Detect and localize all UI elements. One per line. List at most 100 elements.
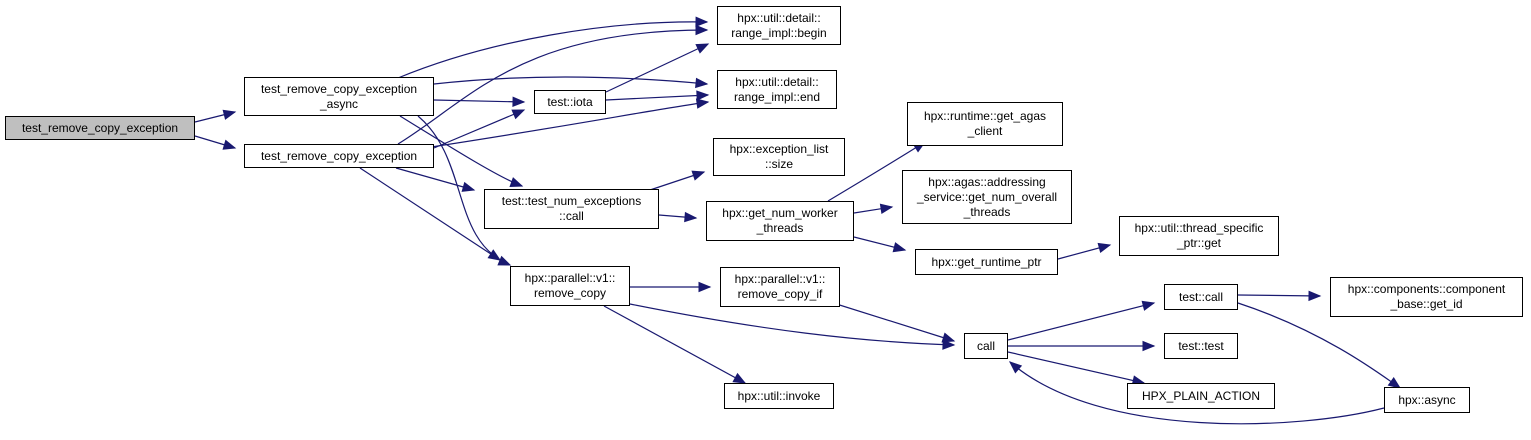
edge-arrowhead bbox=[497, 255, 512, 266]
node-hpx-async[interactable]: hpx::async bbox=[1384, 387, 1470, 413]
node-test-num-exceptions-call[interactable]: test::test_num_exceptions::call bbox=[484, 189, 659, 229]
edge-n_iota-to-n_end bbox=[605, 94, 709, 101]
edge-arrowhead bbox=[695, 43, 710, 54]
node-call[interactable]: call bbox=[964, 333, 1008, 359]
node-test-remove-copy-exception-async[interactable]: test_remove_copy_exception_async bbox=[244, 77, 434, 116]
node-label-line: _client bbox=[967, 124, 1003, 138]
node-label-line: _ptr::get bbox=[1176, 236, 1222, 250]
edge-n_iota-to-n_begin bbox=[605, 43, 709, 93]
edge-arrowhead bbox=[511, 109, 526, 120]
edge-arrowhead bbox=[222, 139, 237, 150]
node-test-remove-copy-exception-root: test_remove_copy_exception bbox=[5, 116, 195, 140]
node-label-line: test::test_num_exceptions bbox=[501, 194, 642, 208]
node-label-line: remove_copy_if bbox=[737, 287, 823, 301]
edge-n_rc-to-n_call bbox=[629, 303, 955, 346]
node-hpx-plain-action[interactable]: HPX_PLAIN_ACTION bbox=[1127, 383, 1275, 409]
edge-n_tcall-to-n_cbg bbox=[1237, 294, 1321, 297]
edge-arrowhead bbox=[732, 372, 747, 384]
edge-n_rc-to-n_inv bbox=[603, 305, 746, 384]
node-thread-specific-ptr-get[interactable]: hpx::util::thread_specific_ptr::get bbox=[1119, 216, 1279, 256]
edge-arrowhead bbox=[222, 109, 237, 120]
node-test-remove-copy-exception[interactable]: test_remove_copy_exception bbox=[244, 144, 434, 168]
node-component-base-get-id[interactable]: hpx::components::component_base::get_id bbox=[1330, 277, 1523, 317]
edge-arrowhead bbox=[942, 339, 956, 350]
edge-arrowhead bbox=[696, 90, 710, 101]
node-label-line: _service::get_num_overall bbox=[916, 189, 1058, 204]
edge-n_exc-to-n_begin bbox=[397, 29, 708, 145]
edge-arrowhead bbox=[698, 281, 712, 293]
edge-arrowhead bbox=[512, 96, 526, 107]
edge-arrowhead bbox=[1142, 340, 1156, 352]
node-parallel-remove-copy-if[interactable]: hpx::parallel::v1::remove_copy_if bbox=[720, 267, 840, 307]
edge-n_exc-to-n_tne bbox=[395, 167, 475, 191]
node-label-line: hpx::exception_list bbox=[729, 142, 829, 156]
node-runtime-get-agas-client[interactable]: hpx::runtime::get_agas_client bbox=[907, 102, 1063, 146]
node-label-line: _async bbox=[319, 96, 359, 111]
edge-n_hasync-to-n_call bbox=[1009, 361, 1385, 425]
edge-n_async-to-n_end bbox=[433, 76, 708, 85]
node-get-num-worker-threads[interactable]: hpx::get_num_worker_threads bbox=[706, 201, 854, 241]
node-label-line: _threads bbox=[756, 221, 804, 235]
edge-arrowhead bbox=[1141, 300, 1156, 311]
node-test-call[interactable]: test::call bbox=[1164, 284, 1238, 310]
edge-arrowhead bbox=[941, 332, 956, 343]
node-label-line: hpx::parallel::v1:: bbox=[734, 272, 826, 286]
node-util-invoke[interactable]: hpx::util::invoke bbox=[724, 383, 834, 409]
edge-arrowhead bbox=[684, 211, 698, 223]
node-range-impl-end[interactable]: hpx::util::detail::range_impl::end bbox=[717, 70, 837, 109]
node-test-iota[interactable]: test::iota bbox=[534, 90, 606, 114]
edge-arrowhead bbox=[461, 181, 476, 192]
edge-arrowhead bbox=[509, 177, 524, 187]
node-label-line: hpx::runtime::get_agas bbox=[923, 109, 1047, 123]
node-label-line: hpx::components::component bbox=[1347, 282, 1506, 296]
node-label-line: hpx::agas::addressing bbox=[928, 174, 1046, 189]
edge-n_exc-to-n_rc bbox=[359, 167, 501, 261]
edge-arrowhead bbox=[1097, 242, 1112, 254]
node-get-runtime-ptr[interactable]: hpx::get_runtime_ptr bbox=[915, 249, 1058, 275]
edge-n_async-to-n_begin bbox=[397, 21, 708, 79]
node-label-line: hpx::get_runtime_ptr bbox=[931, 254, 1042, 269]
edge-arrowhead bbox=[1387, 377, 1402, 389]
node-label-line: hpx::util::invoke bbox=[737, 388, 821, 403]
node-label-line: hpx::parallel::v1:: bbox=[524, 271, 616, 285]
edge-arrowhead bbox=[1308, 290, 1322, 302]
edge-n_exc-to-n_end bbox=[397, 101, 709, 153]
node-label-line: hpx::async bbox=[1398, 392, 1456, 407]
node-label-line: test_remove_copy_exception bbox=[260, 148, 418, 163]
node-exception-list-size[interactable]: hpx::exception_list::size bbox=[713, 138, 845, 176]
node-label-line: ::call bbox=[559, 209, 584, 223]
node-parallel-remove-copy[interactable]: hpx::parallel::v1::remove_copy bbox=[510, 266, 630, 306]
edge-n_exc-to-n_iota bbox=[433, 109, 525, 149]
node-label-line: ::size bbox=[764, 157, 793, 171]
node-label-line: remove_copy bbox=[533, 286, 607, 300]
node-label-line: hpx::util::detail:: bbox=[737, 10, 821, 25]
node-label-line: range_impl::begin bbox=[731, 25, 827, 40]
node-label-line: test_remove_copy_exception bbox=[260, 81, 418, 96]
node-label-line: HPX_PLAIN_ACTION bbox=[1141, 388, 1261, 403]
edge-arrowhead bbox=[695, 77, 709, 89]
node-range-impl-begin[interactable]: hpx::util::detail::range_impl::begin bbox=[717, 6, 841, 45]
edge-arrowhead bbox=[487, 249, 502, 261]
node-label-line: hpx::get_num_worker bbox=[722, 206, 838, 220]
node-label-line: hpx::util::thread_specific bbox=[1134, 221, 1264, 235]
edge-n_call-to-n_tcall bbox=[1007, 302, 1155, 341]
edge-n_tcall-to-n_hasync bbox=[1237, 302, 1401, 389]
edge-n_rcif-to-n_call bbox=[829, 301, 955, 342]
edge-arrowhead bbox=[892, 242, 907, 253]
node-test-test[interactable]: test::test bbox=[1164, 333, 1238, 359]
node-label-line: test::iota bbox=[547, 94, 593, 109]
edge-arrowhead bbox=[695, 98, 710, 109]
node-agas-get-num-overall-threads[interactable]: hpx::agas::addressing_service::get_num_o… bbox=[902, 170, 1072, 224]
edge-arrowhead bbox=[695, 16, 709, 28]
edge-arrowhead bbox=[879, 203, 894, 214]
node-label-line: _threads bbox=[963, 204, 1011, 219]
edge-n_async-to-n_iota bbox=[433, 99, 525, 103]
node-label-line: test_remove_copy_exception bbox=[21, 120, 179, 135]
edge-n_call-to-n_hpa bbox=[1007, 351, 1145, 384]
node-label-line: test::call bbox=[1178, 289, 1223, 304]
edge-arrowhead bbox=[1009, 361, 1023, 374]
node-label-line: range_impl::end bbox=[733, 89, 821, 104]
node-label-line: test::test bbox=[1178, 338, 1224, 353]
